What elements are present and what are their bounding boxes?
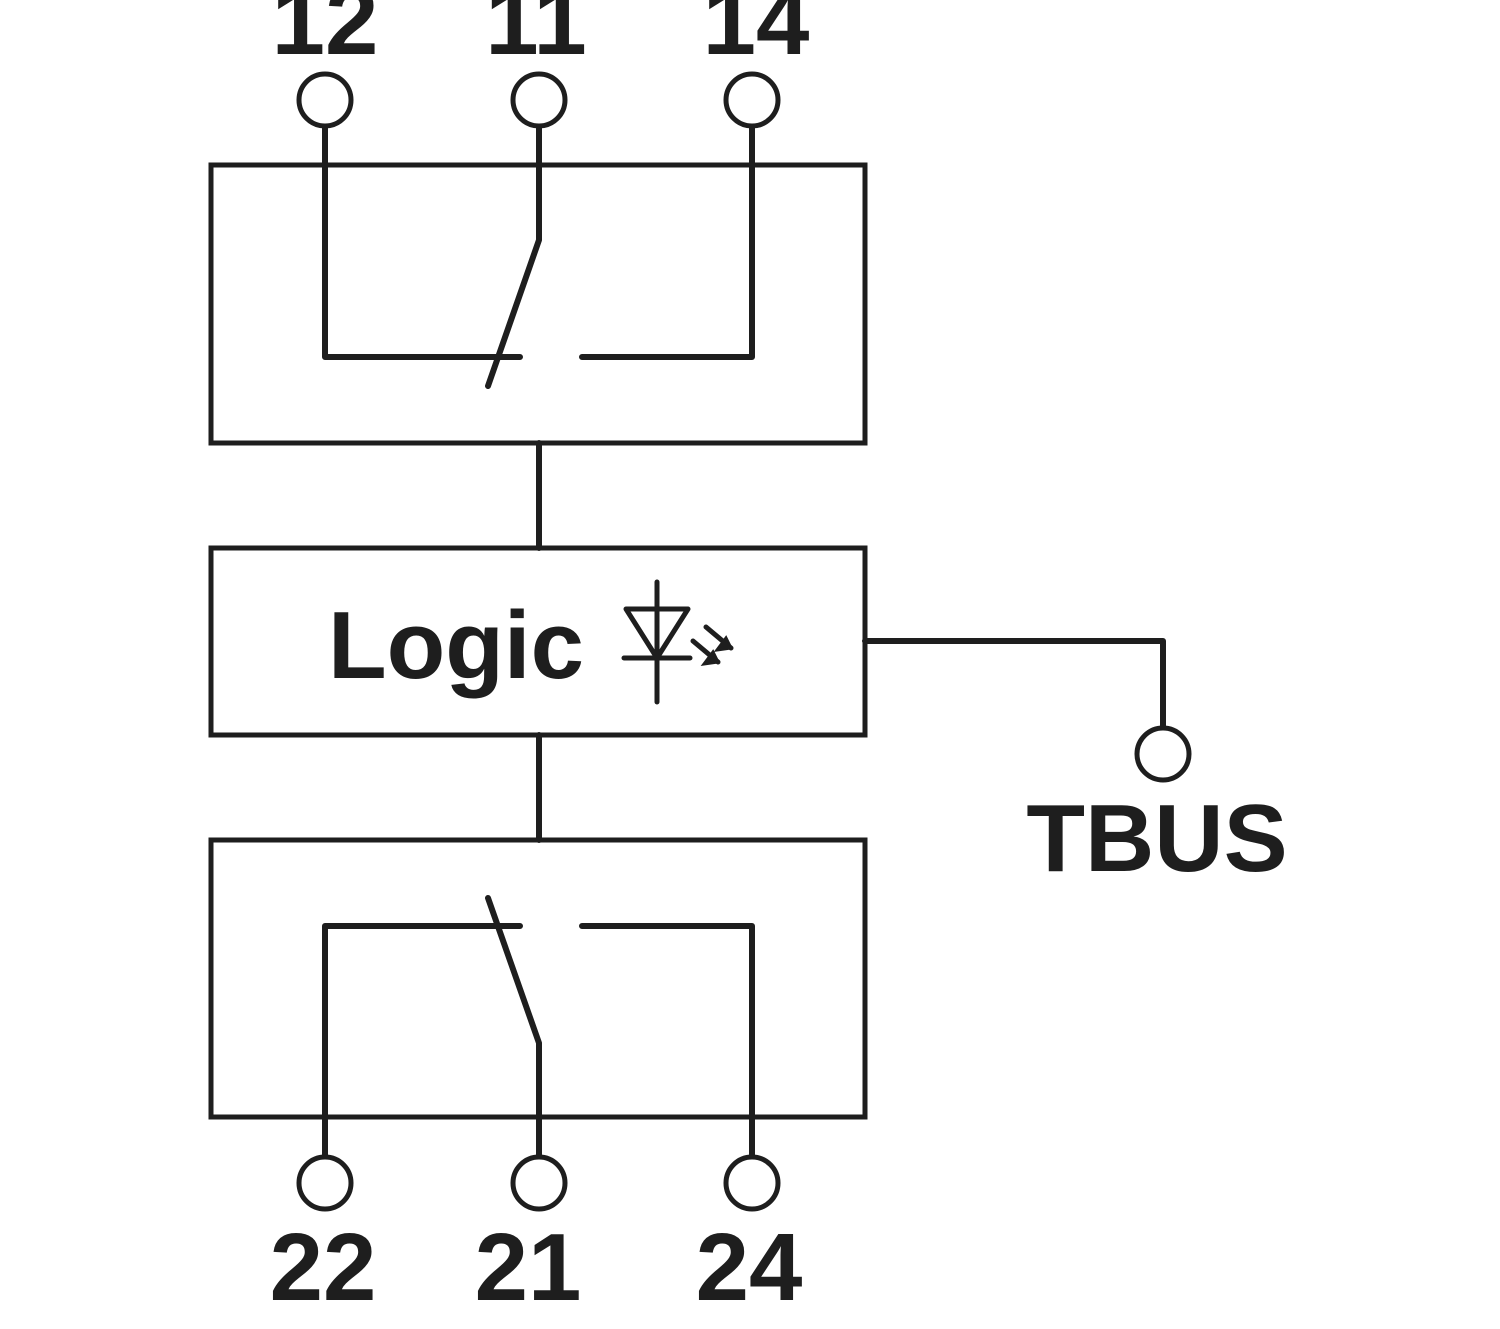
terminal-12 [296, 71, 354, 129]
contact-1-wire-12 [322, 122, 523, 360]
terminal-11 [510, 71, 568, 129]
contact-block-1: 12 11 14 [208, 0, 868, 446]
terminal-24 [723, 1154, 781, 1212]
terminal-label-12: 12 [272, 0, 379, 75]
contact-block-2: 22 21 24 [208, 837, 868, 1321]
logic-label: Logic [328, 592, 584, 699]
tbus-wire [862, 638, 1166, 731]
terminal-label-11: 11 [485, 0, 586, 75]
contact-1-wire-14 [579, 122, 755, 360]
contact-1-switch-blade [485, 122, 542, 389]
terminal-label-21: 21 [475, 1214, 582, 1321]
terminal-14 [723, 71, 781, 129]
terminal-label-14: 14 [703, 0, 810, 75]
led-diode-icon [621, 579, 734, 705]
contact-2-switch-blade [485, 895, 542, 1161]
logic-block: Logic [208, 545, 868, 738]
tbus-connection: TBUS [862, 638, 1288, 892]
terminal-label-24: 24 [696, 1214, 803, 1321]
terminal-22 [296, 1154, 354, 1212]
terminal-label-22: 22 [270, 1214, 377, 1321]
terminal-tbus [1134, 725, 1192, 783]
terminal-21 [510, 1154, 568, 1212]
contact-2-wire-22 [322, 923, 523, 1161]
contact-2-wire-24 [579, 923, 755, 1161]
tbus-label: TBUS [1026, 785, 1287, 892]
